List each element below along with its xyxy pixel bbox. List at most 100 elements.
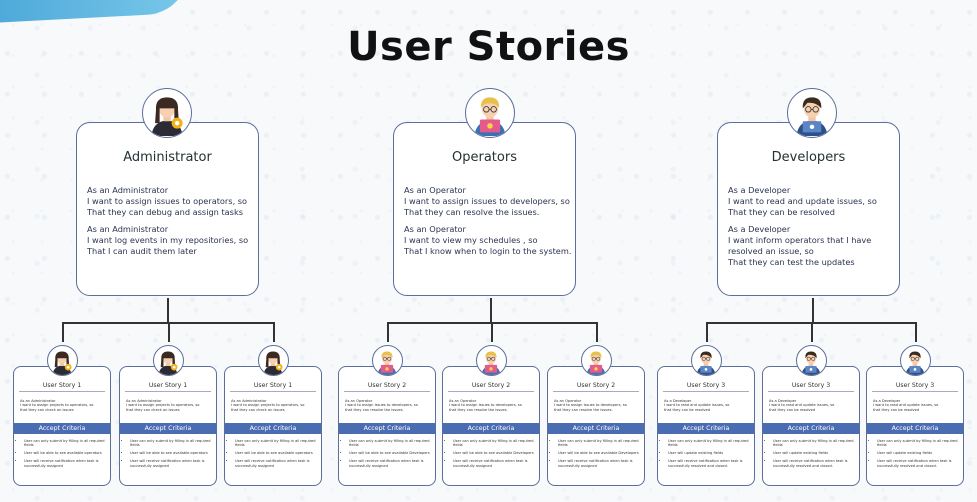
user-story-card: User Story 1 As an Administrator I want t… — [224, 366, 322, 486]
story-line: That I know when to login to the system. — [404, 246, 572, 256]
story-line: As a Developer — [728, 185, 791, 195]
user-story-title: User Story 2 — [576, 382, 616, 389]
story-line: As an Operator — [404, 185, 466, 195]
accept-criteria-header: Accept Criteria — [339, 423, 435, 434]
criteria-item: User will be able to see available Devel… — [558, 451, 641, 455]
accept-criteria-list: User can only submit by filling in all r… — [446, 439, 536, 472]
criteria-item: User will receive notification when task… — [235, 459, 318, 468]
criteria-item: User will update existing fields — [773, 451, 856, 455]
role-title: Operators — [452, 150, 517, 165]
user-story-title: User Story 3 — [791, 382, 831, 389]
user-story-text: As a Developer I want to read and update… — [769, 399, 835, 412]
divider — [448, 391, 534, 392]
story-line: I want log events in my repositories, so — [87, 235, 249, 245]
accept-criteria-list: User can only submit by filling in all r… — [661, 439, 751, 472]
connector-line — [490, 298, 492, 322]
accept-criteria-header: Accept Criteria — [443, 423, 539, 434]
user-story-text: As an Operator I want to assign issues t… — [449, 399, 522, 412]
criteria-item: User will receive notification when task… — [877, 459, 960, 468]
user-story-text: As an Administrator I want to assign pro… — [20, 399, 94, 412]
user-story-title: User Story 1 — [42, 382, 82, 389]
divider — [872, 391, 958, 392]
developer-man-icon — [787, 88, 837, 138]
criteria-item: User can only submit by filling in all r… — [130, 439, 213, 448]
connector-line — [273, 322, 275, 342]
criteria-item: User can only submit by filling in all r… — [558, 439, 641, 448]
accept-criteria-list: User can only submit by filling in all r… — [342, 439, 432, 472]
accept-criteria-header: Accept Criteria — [225, 423, 321, 434]
developer-man-icon — [899, 345, 931, 376]
connector-line — [62, 322, 64, 342]
developer-man-icon — [795, 345, 827, 376]
divider — [663, 391, 749, 392]
criteria-item: User will receive notification when task… — [24, 459, 107, 468]
criteria-item: User will be able to see available opera… — [130, 451, 213, 455]
connector-line — [491, 322, 493, 342]
divider — [768, 391, 854, 392]
user-story-card: User Story 3 As a Developer I want to rea… — [762, 366, 860, 486]
accept-criteria-list: User can only submit by filling in all r… — [766, 439, 856, 472]
accept-criteria-header: Accept Criteria — [658, 423, 754, 434]
connector-line — [387, 322, 389, 342]
accept-criteria-list: User can only submit by filling in all r… — [123, 439, 213, 472]
user-story-title: User Story 3 — [895, 382, 935, 389]
role-stories: As an Administrator I want to assign issu… — [87, 185, 252, 263]
story-line: As a Developer — [728, 224, 791, 234]
operator-man-icon — [371, 345, 403, 376]
divider — [19, 391, 105, 392]
story-line: That they can test the updates — [728, 257, 855, 267]
story-line: I want to view my schedules , so — [404, 235, 538, 245]
criteria-item: User can only submit by filling in all r… — [877, 439, 960, 448]
accept-criteria-list: User can only submit by filling in all r… — [870, 439, 960, 472]
accept-criteria-list: User can only submit by filling in all r… — [551, 439, 641, 472]
criteria-item: User can only submit by filling in all r… — [453, 439, 536, 448]
criteria-item: User will receive notification when task… — [349, 459, 432, 468]
criteria-item: User can only submit by filling in all r… — [349, 439, 432, 448]
story-line: That they can be resolved — [728, 207, 835, 217]
story-line: As an Administrator — [87, 224, 169, 234]
divider — [230, 391, 316, 392]
criteria-item: User can only submit by filling in all r… — [773, 439, 856, 448]
story-line: I want to read and update issues, so — [728, 196, 877, 206]
criteria-item: User can only submit by filling in all r… — [668, 439, 751, 448]
user-story-text: As an Operator I want to assign issues t… — [345, 399, 418, 412]
story-line: That I can audit them later — [87, 246, 197, 256]
criteria-item: User will receive notification when task… — [773, 459, 856, 468]
role-title: Administrator — [123, 150, 212, 165]
criteria-item: User will receive notification when task… — [453, 459, 536, 468]
operator-man-icon — [580, 345, 612, 376]
criteria-item: User will receive notification when task… — [668, 459, 751, 468]
connector-line — [811, 322, 813, 342]
page-title: User Stories — [347, 24, 630, 70]
divider — [553, 391, 639, 392]
connector-line — [915, 322, 917, 342]
operator-man-icon — [475, 345, 507, 376]
user-story-title: User Story 2 — [367, 382, 407, 389]
user-story-text: As an Administrator I want to assign pro… — [231, 399, 305, 412]
operator-man-icon — [465, 88, 515, 138]
story-line: I want to assign issues to developers, s… — [404, 196, 570, 206]
user-story-title: User Story 1 — [253, 382, 293, 389]
user-story-title: User Story 3 — [686, 382, 726, 389]
criteria-item: User can only submit by filling in all r… — [235, 439, 318, 448]
accept-criteria-header: Accept Criteria — [548, 423, 644, 434]
connector-line — [812, 298, 814, 322]
story-line: As an Operator — [404, 224, 466, 234]
divider — [344, 391, 430, 392]
connector-line — [706, 322, 708, 342]
story-line: That they can debug and assign tasks — [87, 207, 243, 217]
role-title: Developers — [771, 150, 846, 165]
user-story-title: User Story 1 — [148, 382, 188, 389]
story-line: I want to assign issues to operators, so — [87, 196, 248, 206]
accept-criteria-header: Accept Criteria — [763, 423, 859, 434]
